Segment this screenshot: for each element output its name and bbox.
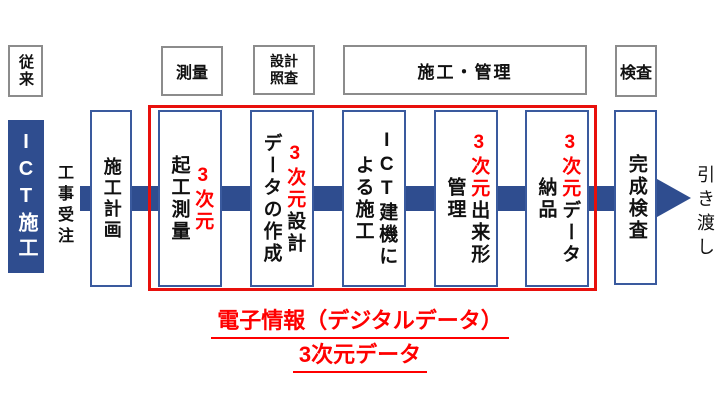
flow-box-1-left-text: 起工測量: [168, 154, 190, 243]
flow-box-data-delivery: 納品 3次元データ: [525, 110, 589, 287]
annotation-line1: 電子情報（デジタルデータ）: [0, 303, 720, 339]
ict-construction-text: ICT施工: [15, 131, 37, 262]
flow-box-3-left-text: よる施工: [352, 154, 374, 243]
flow-box-survey-at-start: 起工測量 3次元: [158, 110, 222, 287]
flow-box-5-columns: 納品 3次元データ: [534, 112, 581, 285]
construction-plan-text: 施工計画: [101, 156, 122, 241]
flow-box-4-right-text: 3次元出来形: [468, 131, 490, 266]
flow-box-4-left-text: 管理: [444, 176, 466, 221]
label-box-design-check: 設計 照査: [253, 45, 315, 95]
annotation-line1-text: 電子情報（デジタルデータ）: [211, 303, 509, 339]
inspection-label: 検査: [619, 65, 652, 82]
flow-box-2-right-text: 3次元設計: [284, 142, 306, 255]
design-check-label-line1: 設計: [270, 53, 298, 70]
construction-management-label: 施工・管理: [417, 62, 513, 82]
flow-box-1-columns: 起工測量 3次元: [167, 112, 214, 285]
flow-box-design-data: データの作成 3次元設計: [250, 110, 314, 287]
order-received-text: 工事受注: [55, 164, 72, 248]
flow-box-2-left-text: データの作成: [260, 132, 282, 265]
label-box-conventional: 従来: [8, 45, 43, 97]
completion-inspection-text: 完成検査: [625, 153, 647, 242]
flow-box-4-columns: 管理 3次元出来形: [443, 112, 490, 285]
flow-box-3-right-text: ICT建機に: [376, 129, 398, 268]
design-check-label-line2: 照査: [270, 70, 298, 86]
label-box-construction-management: 施工・管理: [343, 45, 587, 95]
handover-text: 引き渡し: [695, 164, 715, 261]
flow-box-1-right-text: 3次元: [192, 164, 214, 233]
flow-box-5-left-text: 納品: [535, 176, 557, 221]
ict-construction-tag: ICT施工: [8, 120, 44, 273]
flow-box-construction-plan: 施工計画: [90, 110, 132, 287]
survey-label: 測量: [175, 65, 208, 82]
flow-box-completion-inspection: 完成検査: [614, 110, 657, 285]
flow-box-5-right-text: 3次元データ: [559, 131, 581, 266]
conventional-label: 従来: [17, 54, 34, 88]
annotation-line2-text: 3次元データ: [292, 337, 428, 373]
flow-box-3-columns: よる施工 ICT建機に: [351, 112, 398, 285]
flow-box-as-built-management: 管理 3次元出来形: [434, 110, 498, 287]
annotation-line2: 3次元データ: [0, 337, 720, 373]
flow-box-ict-machinery: よる施工 ICT建機に: [342, 110, 406, 287]
label-box-inspection: 検査: [615, 45, 657, 97]
flow-box-2-columns: データの作成 3次元設計: [259, 112, 306, 285]
label-box-survey: 測量: [161, 46, 223, 96]
